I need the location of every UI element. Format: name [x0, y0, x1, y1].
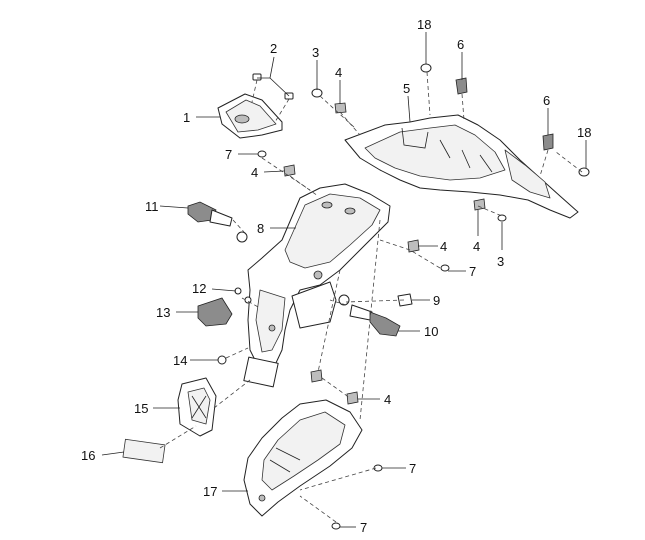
- callout-7-right: 7: [469, 264, 476, 279]
- part-13-reflector: [197, 297, 233, 327]
- part-16-reflector-plate: [122, 438, 166, 464]
- callout-7: 7: [225, 147, 232, 162]
- part-17-mudguard: [243, 399, 363, 517]
- part-3-bolt-top: [311, 88, 323, 98]
- part-1-bracket-cover: [217, 93, 283, 139]
- part-18-screws: [420, 63, 590, 177]
- part-9-collar: [397, 293, 413, 307]
- callout-16: 16: [81, 448, 95, 463]
- callout-1: 1: [183, 110, 190, 125]
- callout-4: 4: [335, 65, 342, 80]
- callout-13: 13: [156, 305, 170, 320]
- part-6-clips: [455, 77, 554, 151]
- callout-8: 8: [257, 221, 264, 236]
- callout-14: 14: [173, 353, 187, 368]
- part-3-bolt-bottom: [497, 214, 507, 222]
- callout-9: 9: [433, 293, 440, 308]
- callout-3-lower: 3: [497, 254, 504, 269]
- leader-lines: [101, 32, 587, 528]
- callout-4-mid: 4: [251, 165, 258, 180]
- part-10-turn-signal-right: [338, 294, 401, 337]
- part-11-turn-signal-left: [187, 201, 248, 243]
- callout-11: 11: [145, 199, 159, 214]
- callout-4-right: 4: [440, 239, 447, 254]
- callout-18-right: 18: [577, 125, 591, 140]
- callout-6: 6: [457, 37, 464, 52]
- part-14-grommet: [217, 355, 227, 365]
- callout-labels: 1 2 3 4 5 6 18 6 18 7 4 11 8 4 7 12 9 13…: [81, 17, 591, 535]
- callout-2: 2: [270, 41, 277, 56]
- callout-6-right: 6: [543, 93, 550, 108]
- part-12-screws: [234, 287, 252, 304]
- callout-3: 3: [312, 45, 319, 60]
- callout-15: 15: [134, 401, 148, 416]
- part-4-clip-nuts: [283, 164, 486, 405]
- part-15-plate-bracket: [177, 377, 217, 437]
- callout-5: 5: [403, 81, 410, 96]
- callout-4-lower: 4: [473, 239, 480, 254]
- callout-18: 18: [417, 17, 431, 32]
- callout-17: 17: [203, 484, 217, 499]
- callout-10: 10: [424, 324, 438, 339]
- alignment-lines: [159, 71, 583, 523]
- callout-7-low: 7: [409, 461, 416, 476]
- part-5-rear-tray: [344, 114, 579, 219]
- callout-7-bottom: 7: [360, 520, 367, 535]
- callout-4-low: 4: [384, 392, 391, 407]
- part-8-fender-bracket: [243, 183, 391, 388]
- callout-12: 12: [192, 281, 206, 296]
